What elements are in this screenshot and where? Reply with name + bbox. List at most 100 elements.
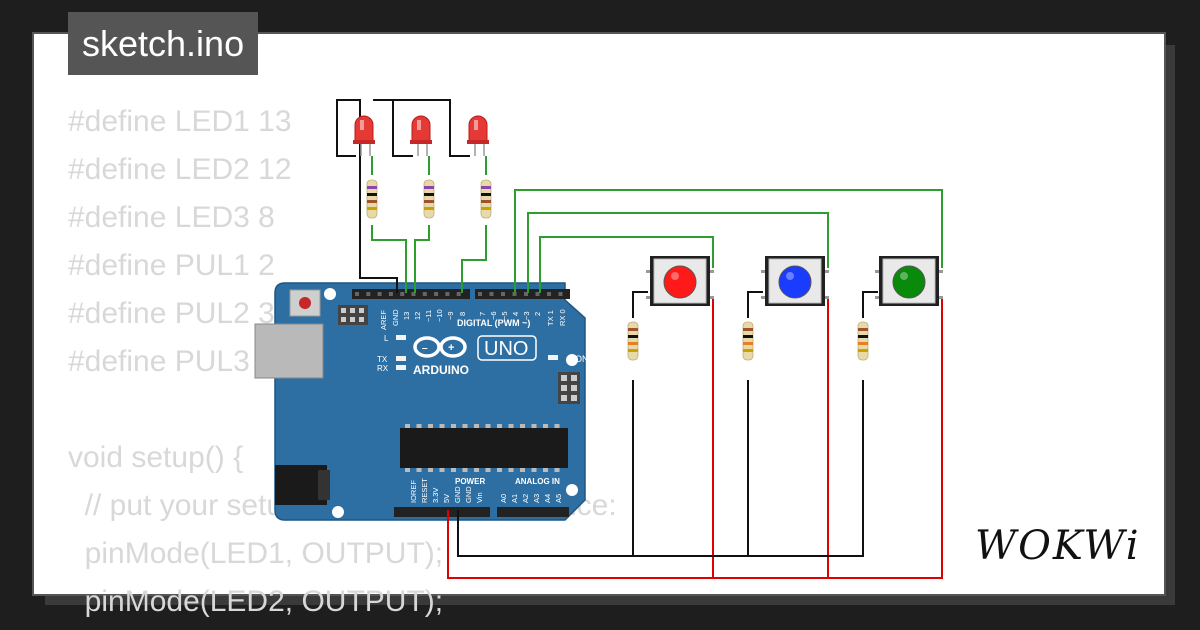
wire-5v-btn1[interactable] — [447, 296, 714, 579]
wire-res2-pin12[interactable] — [414, 225, 430, 293]
wire-gnd-res-btn1[interactable] — [457, 380, 634, 557]
resistor[interactable] — [857, 321, 869, 361]
arduino-infinity-icon — [413, 336, 467, 358]
wire-gnd-res-btn3[interactable] — [748, 380, 864, 557]
analog-header-label: ANALOG IN — [515, 477, 560, 486]
board-brand: ARDUINO — [413, 363, 469, 377]
wires — [336, 99, 943, 579]
resistor[interactable] — [366, 179, 378, 219]
pin-label-8: 8 — [458, 312, 467, 316]
diagram-canvas[interactable]: #define LED1 13 #define LED2 12 #define LE… — [34, 34, 1164, 618]
led-l-indicator — [396, 335, 406, 340]
pin-label-reset: RESET — [420, 478, 429, 503]
pin-label-13: 13 — [402, 312, 411, 320]
icsp-header — [338, 305, 368, 325]
wokwi-logo: WOKWi — [975, 523, 1141, 569]
arduino-uno-board[interactable]: AREF GND 13 12 ~11 ~10 ~9 8 7 ~6 ~5 4 ~3… — [254, 282, 589, 521]
digital-header — [352, 289, 570, 299]
pin-label-3: ~3 — [522, 311, 531, 320]
pin-label-a2: A2 — [521, 494, 530, 503]
digital-header-label: DIGITAL (PWM ~) — [457, 318, 530, 328]
code-line: void setup() { — [68, 441, 244, 474]
code-line: #define LED1 13 — [68, 105, 292, 138]
svg-text:–: – — [422, 343, 428, 354]
mounting-hole — [566, 354, 578, 366]
mounting-hole — [324, 288, 336, 300]
pin-label-aref: AREF — [379, 310, 388, 330]
wire-res1-pin13[interactable] — [371, 225, 407, 293]
pin-label-a3: A3 — [532, 494, 541, 503]
pin-label-rx: RX 0 — [558, 309, 567, 326]
wire-gnd-led3[interactable] — [393, 99, 470, 157]
code-line: #define PUL2 3 — [68, 297, 275, 330]
pin-label-5v: 5V — [442, 494, 451, 503]
wire-btn1-res[interactable] — [632, 291, 648, 318]
pin-label-a4: A4 — [543, 494, 552, 503]
led-red[interactable] — [353, 115, 375, 156]
code-line: pinMode(LED1, OUTPUT); — [68, 537, 444, 570]
rx-label: RX — [377, 364, 389, 373]
wire-gnd-led2[interactable] — [373, 99, 413, 157]
wire-res3-pin8[interactable] — [461, 225, 487, 293]
wire-gnd-led1[interactable] — [336, 99, 398, 293]
pin-label-5: ~5 — [500, 311, 509, 320]
mounting-hole — [332, 506, 344, 518]
tx-indicator — [396, 356, 406, 361]
icsp-header-right — [558, 372, 580, 404]
pin-label-a0: A0 — [499, 494, 508, 503]
pin-label-gnd: GND — [391, 309, 400, 326]
pin-label-9: ~9 — [446, 311, 455, 320]
pin-label-3v3: 3.3V — [431, 488, 440, 503]
power-header — [394, 507, 490, 517]
led-red[interactable] — [410, 115, 432, 156]
wire-pin4-btn3[interactable] — [514, 189, 943, 293]
pushbutton[interactable] — [761, 256, 829, 306]
code-line: #define LED2 12 — [68, 153, 292, 186]
mounting-hole — [566, 484, 578, 496]
usb-port — [254, 323, 324, 379]
board-model: UNO — [484, 338, 528, 360]
pin-label-6: ~6 — [489, 311, 498, 320]
led-red[interactable] — [467, 115, 489, 156]
power-header-label: POWER — [455, 477, 485, 486]
file-tab[interactable]: sketch.ino — [68, 12, 259, 75]
pin-label-7: 7 — [478, 312, 487, 316]
wire-pin2-btn1[interactable] — [539, 236, 714, 293]
code-line: #define PUL1 2 — [68, 249, 275, 282]
wire-btn2-res[interactable] — [747, 291, 763, 318]
led-l-label: L — [384, 334, 389, 343]
resistor[interactable] — [480, 179, 492, 219]
code-line: pinMode(LED2, OUTPUT); — [68, 585, 444, 618]
wire-btn3-res[interactable] — [862, 291, 878, 318]
pushbutton[interactable] — [875, 256, 943, 306]
analog-header — [497, 507, 569, 517]
on-label: ON — [575, 354, 589, 364]
pin-label-tx: TX 1 — [546, 310, 555, 326]
resistor[interactable] — [423, 179, 435, 219]
pin-label-ioref: IOREF — [409, 480, 418, 503]
wire-pin3-btn2[interactable] — [527, 212, 829, 293]
power-led — [548, 355, 558, 360]
pin-label-11: ~11 — [424, 310, 433, 322]
uno-badge — [477, 335, 537, 361]
pin-label-12: 12 — [413, 312, 422, 320]
pin-label-a1: A1 — [510, 494, 519, 503]
wire-5v-btn2[interactable] — [713, 296, 829, 579]
pin-label-vin: Vin — [475, 492, 484, 503]
pin-label-2: 2 — [533, 312, 542, 316]
pin-label-4: 4 — [511, 312, 520, 316]
resistor[interactable] — [627, 321, 639, 361]
resistor[interactable] — [742, 321, 754, 361]
tx-label: TX — [377, 355, 388, 364]
code-line: #define LED3 8 — [68, 201, 275, 234]
wire-5v-btn3[interactable] — [828, 296, 943, 579]
wire-gnd-res-btn2[interactable] — [633, 380, 749, 557]
svg-text:+: + — [448, 342, 454, 354]
pin-label-gnd: GND — [464, 486, 473, 503]
rx-indicator — [396, 365, 406, 370]
pushbutton[interactable] — [646, 256, 714, 306]
pin-label-gnd: GND — [453, 486, 462, 503]
atmega-chip — [400, 428, 568, 468]
pin-label-a5: A5 — [554, 494, 563, 503]
